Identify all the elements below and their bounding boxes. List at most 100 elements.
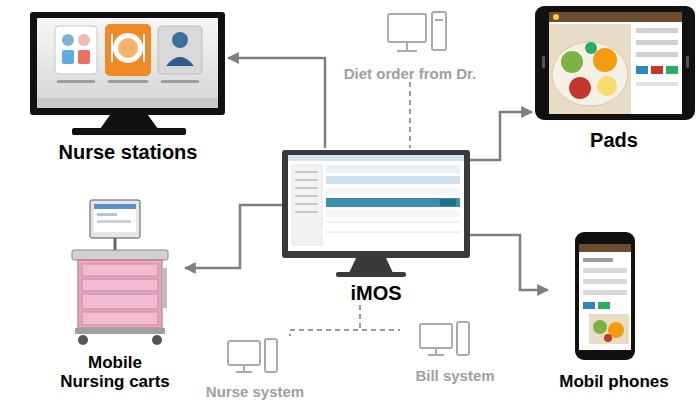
imos-monitor xyxy=(282,150,470,277)
tablet-device-part xyxy=(651,66,663,74)
nurse-station-monitor-part xyxy=(100,115,158,129)
tablet-device-part xyxy=(686,56,689,68)
dashed-link xyxy=(360,305,400,330)
nursing-cart-part xyxy=(162,268,167,308)
nurse-station-monitor-part xyxy=(78,34,90,46)
nurse-station-monitor-part xyxy=(143,34,145,62)
imos-monitor-part xyxy=(326,198,460,207)
computer-icon xyxy=(228,339,277,372)
computer-icon-part xyxy=(388,14,426,42)
imos-monitor-part xyxy=(292,165,322,245)
nurse-station-monitor-part xyxy=(55,26,97,74)
mobile-phone-part xyxy=(575,232,635,360)
nurse-station-monitor xyxy=(30,12,225,135)
imos-monitor-part xyxy=(295,212,318,213)
nursing-cart xyxy=(72,200,168,345)
hub-node: iMOS xyxy=(282,148,470,305)
node-label: Mobil phones xyxy=(559,372,669,392)
node-label: Mobile Nursing carts xyxy=(56,353,174,392)
imos-monitor-part xyxy=(336,272,406,277)
mobile-phone-part xyxy=(579,244,631,350)
computer-icon-part xyxy=(428,354,444,356)
computer-icon xyxy=(420,322,469,355)
tablet-device-part xyxy=(549,12,682,114)
tablet-device-part xyxy=(542,56,545,68)
imos-monitor-part xyxy=(326,222,460,223)
tablet-device-part xyxy=(636,82,678,86)
node-label: iMOS xyxy=(350,282,401,305)
tablet-device-part xyxy=(549,12,682,22)
nursing-cart-part xyxy=(82,294,158,309)
nurse-station-monitor-part xyxy=(113,33,143,63)
dashed-link xyxy=(290,305,360,336)
nursing-cart-part xyxy=(82,264,158,276)
nurse-station-monitor-part xyxy=(161,80,199,83)
imos-monitor-part xyxy=(326,188,460,195)
mobile-phone xyxy=(575,232,635,360)
nurse-station-monitor-part xyxy=(37,98,218,108)
imos-monitor-part xyxy=(349,258,393,273)
node-label: Nurse system xyxy=(206,383,304,400)
mobile-phone-part xyxy=(598,302,610,309)
tablet-device-part xyxy=(666,66,678,74)
flow-arrow xyxy=(470,112,532,160)
imos-monitor-part xyxy=(440,199,456,206)
nursing-cart-part xyxy=(90,200,140,238)
nurse-station-monitor-part xyxy=(105,24,151,76)
computer-icon-part xyxy=(432,12,446,50)
tablet-device-part xyxy=(561,51,583,73)
tablet-device-part xyxy=(535,6,695,120)
computer-icon-part xyxy=(435,19,443,21)
mobile-phone-part xyxy=(583,290,627,295)
imos-monitor-part xyxy=(288,155,464,161)
node-label: Bill system xyxy=(415,367,494,384)
nursing-cart-part xyxy=(97,220,131,223)
imos-monitor-part xyxy=(295,196,318,197)
nurse-station-monitor-part xyxy=(72,128,186,135)
mobile-phone-part xyxy=(593,320,607,334)
nurse-station-monitor-part xyxy=(172,32,188,48)
nurse-station-monitor-part xyxy=(57,80,95,83)
nursing-cart-part xyxy=(82,279,158,291)
nurse-station-monitor-part xyxy=(78,50,90,64)
mobile-phone-part xyxy=(583,279,627,284)
nurse-station-monitor-part xyxy=(62,34,74,46)
tablet-device xyxy=(535,6,695,120)
imos-monitor-part xyxy=(326,165,460,173)
tablet-device-part xyxy=(593,48,617,72)
nurse-station-monitor-part xyxy=(111,34,113,62)
nurse-station-monitor-part xyxy=(37,18,218,108)
tablet-device-part xyxy=(585,42,597,54)
tablet-device-part xyxy=(597,76,617,96)
nursing-cart-part xyxy=(78,335,88,345)
nursing-cart-part xyxy=(97,213,117,216)
nurse-station-monitor-part xyxy=(118,38,138,58)
nursing-cart-part xyxy=(72,250,168,260)
device-node: Mobile Nursing carts xyxy=(45,192,185,392)
nursing-cart-part xyxy=(152,335,162,345)
computer-icon-part xyxy=(236,371,252,373)
device-node: Mobil phones xyxy=(548,226,680,392)
imos-monitor-part xyxy=(295,188,318,189)
computer-icon-part xyxy=(265,339,277,372)
dashed-link xyxy=(409,82,411,148)
nursing-cart-part xyxy=(114,238,117,250)
mobile-phone-part xyxy=(579,244,631,252)
nurse-station-monitor-part xyxy=(30,12,225,115)
imos-monitor-part xyxy=(326,210,460,217)
tablet-device-part xyxy=(636,52,678,57)
nursing-cart-part xyxy=(94,204,136,209)
mobile-phone-part xyxy=(589,314,629,344)
nurse-station-monitor-part xyxy=(62,50,74,64)
imos-monitor-part xyxy=(282,150,470,258)
mobile-phone-part xyxy=(583,302,595,309)
computer-icon-part xyxy=(243,365,245,371)
tablet-device-part xyxy=(549,24,631,114)
tablet-device-part xyxy=(569,77,591,99)
imos-monitor-part xyxy=(288,155,464,251)
mobile-phone-part xyxy=(604,334,612,342)
computer-icon-part xyxy=(397,50,417,52)
